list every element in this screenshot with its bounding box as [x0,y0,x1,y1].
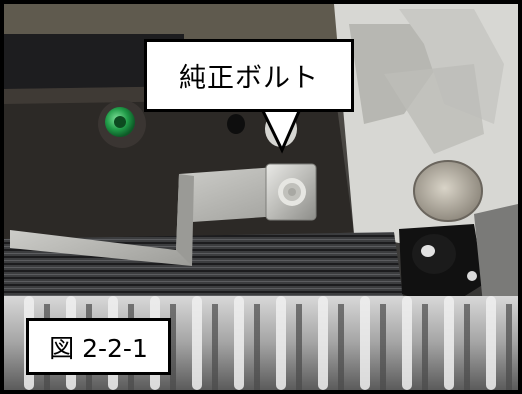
figure-caption: 図 2-2-1 [26,318,171,375]
figure-number: 図 2-2-1 [49,333,148,363]
callout-label: 純正ボルト [144,39,354,112]
callout-text: 純正ボルト [179,63,319,94]
